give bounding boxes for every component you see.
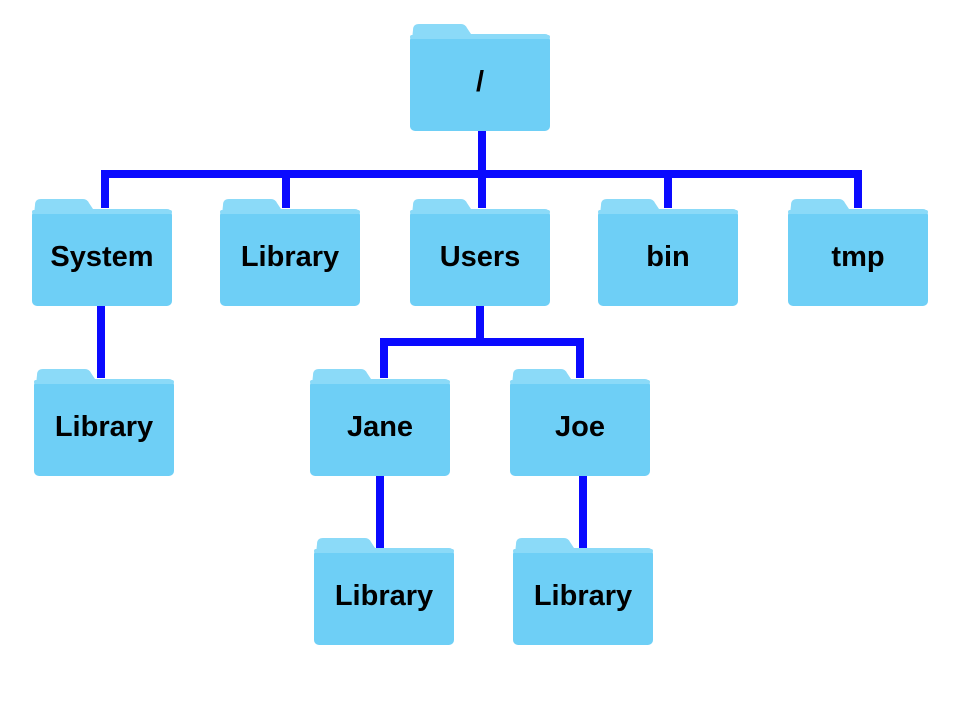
- folder-label: Joe: [555, 410, 605, 443]
- folder-root[interactable]: /: [409, 20, 551, 132]
- folder-tmp[interactable]: tmp: [787, 195, 929, 307]
- folder-icon: [220, 199, 360, 306]
- folder-icon: [510, 369, 650, 476]
- folder-icon: [34, 369, 174, 476]
- folder-system-library[interactable]: Library: [33, 365, 175, 477]
- folder-label: tmp: [831, 240, 885, 273]
- folder-library[interactable]: Library: [219, 195, 361, 307]
- folder-jane-library[interactable]: Library: [313, 534, 455, 646]
- folder-icon: [314, 538, 454, 645]
- folder-icon: [410, 199, 550, 306]
- folder-icon: [410, 24, 550, 131]
- folder-label: Jane: [346, 410, 414, 443]
- folder-label: Library: [240, 240, 340, 273]
- folder-users[interactable]: Users: [409, 195, 551, 307]
- folder-joe[interactable]: Joe: [509, 365, 651, 477]
- folder-icon: [32, 199, 172, 306]
- folder-icon: [788, 199, 928, 306]
- folder-label: /: [475, 65, 485, 98]
- folder-icon: [513, 538, 653, 645]
- folder-label: bin: [646, 240, 690, 273]
- folder-label: Users: [439, 240, 521, 273]
- folder-label: System: [50, 240, 154, 273]
- folder-bin[interactable]: bin: [597, 195, 739, 307]
- folder-label: Library: [334, 579, 434, 612]
- folder-jane[interactable]: Jane: [309, 365, 451, 477]
- folder-label: Library: [54, 410, 154, 443]
- folder-icon: [598, 199, 738, 306]
- folder-label: Library: [533, 579, 633, 612]
- folder-system[interactable]: System: [31, 195, 173, 307]
- folder-icon: [310, 369, 450, 476]
- folder-joe-library[interactable]: Library: [512, 534, 654, 646]
